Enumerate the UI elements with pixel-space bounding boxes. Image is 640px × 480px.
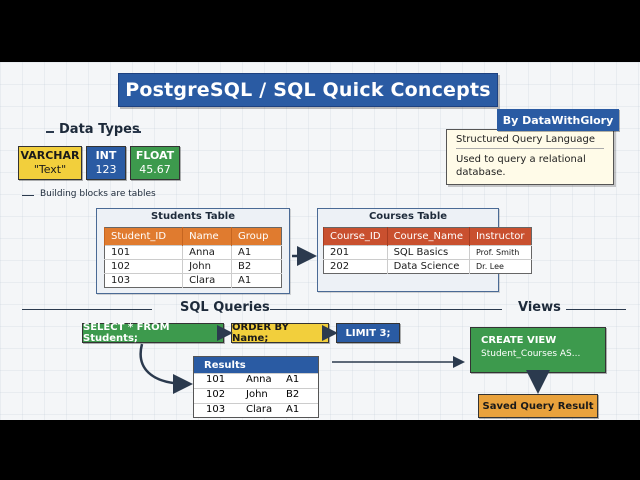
query-to-results-arrow bbox=[139, 343, 193, 394]
table-row: 103 Clara A1 bbox=[194, 403, 318, 418]
table-cell: 102 bbox=[104, 259, 183, 274]
table-cell: SQL Basics bbox=[386, 245, 470, 260]
divider bbox=[46, 131, 54, 133]
table-cell: 202 bbox=[323, 259, 388, 274]
table-cell: 101 bbox=[206, 374, 226, 385]
table-cell: Prof. Smith bbox=[468, 245, 531, 260]
table-cell: Anna bbox=[246, 374, 272, 385]
table-cell: Clara bbox=[182, 273, 232, 288]
create-view-box: CREATE VIEW Student_Courses AS... bbox=[470, 327, 606, 373]
results-title: Results bbox=[194, 357, 318, 373]
divider bbox=[566, 309, 626, 310]
table-cell: 103 bbox=[104, 273, 183, 288]
select-query-pill: SELECT * FROM Students; bbox=[82, 322, 224, 344]
create-view-name: Student_Courses AS... bbox=[481, 349, 581, 359]
table-row: 102 John B2 bbox=[104, 259, 282, 274]
note-line: Structured Query Language bbox=[456, 133, 604, 149]
table-cell: A1 bbox=[286, 374, 300, 385]
byline-banner: By DataWithGlory bbox=[497, 109, 619, 131]
table-cell: A1 bbox=[231, 273, 282, 288]
type-sample: "Text" bbox=[33, 163, 67, 176]
table-row: 101 Anna A1 bbox=[194, 373, 318, 388]
column-header: Name bbox=[182, 227, 232, 246]
table-cell: John bbox=[246, 389, 268, 400]
saved-query-result-box: Saved Query Result bbox=[478, 394, 598, 418]
table-cell: Clara bbox=[246, 404, 273, 415]
type-int: INT 123 bbox=[86, 146, 126, 180]
courses-table-panel: Courses Table Course_ID Course_Name Inst… bbox=[317, 208, 532, 292]
note-line: Used to query a relational bbox=[456, 154, 586, 165]
type-float: FLOAT 45.67 bbox=[130, 146, 180, 180]
table-row: 201 SQL Basics Prof. Smith bbox=[323, 245, 531, 260]
table-cell: John bbox=[182, 259, 232, 274]
table-cell: 102 bbox=[206, 389, 226, 400]
type-sample: 45.67 bbox=[139, 163, 171, 176]
column-header: Course_Name bbox=[386, 227, 470, 246]
type-sample: 123 bbox=[95, 163, 117, 176]
diagram-canvas: PostgreSQL / SQL Quick Concepts Data Typ… bbox=[0, 62, 640, 420]
data-types-caption: Building blocks are tables bbox=[40, 189, 156, 199]
type-varchar: VARCHAR "Text" bbox=[18, 146, 82, 180]
students-table-title: Students Table bbox=[150, 211, 236, 222]
table-cell: A1 bbox=[231, 245, 282, 260]
divider bbox=[270, 309, 502, 310]
table-cell: A1 bbox=[286, 404, 300, 415]
courses-table: Course_ID Course_Name Instructor 201 SQL… bbox=[323, 227, 532, 274]
column-header: Instructor bbox=[468, 227, 531, 246]
type-name: INT bbox=[95, 149, 117, 162]
table-cell: B2 bbox=[231, 259, 282, 274]
type-name: VARCHAR bbox=[20, 149, 80, 162]
connector-arrows bbox=[139, 246, 550, 394]
table-cell: 103 bbox=[206, 404, 226, 415]
results-table: Results 101 Anna A1 102 John B2 103 Clar… bbox=[193, 356, 319, 418]
table-row: 202 Data Science Dr. Lee bbox=[323, 259, 531, 274]
table-cell: 101 bbox=[104, 245, 183, 260]
create-view-keyword: CREATE VIEW bbox=[481, 335, 557, 346]
table-cell: Dr. Lee bbox=[468, 259, 531, 274]
column-header: Student_ID bbox=[103, 227, 183, 246]
note-line: database. bbox=[456, 167, 506, 178]
type-name: FLOAT bbox=[135, 149, 175, 162]
title-banner: PostgreSQL / SQL Quick Concepts bbox=[118, 73, 498, 107]
views-heading: Views bbox=[518, 300, 561, 315]
page-title: PostgreSQL / SQL Quick Concepts bbox=[125, 79, 491, 101]
sql-definition-note: Structured Query Language Used to query … bbox=[446, 129, 614, 185]
column-header: Group bbox=[231, 227, 282, 246]
table-row: 101 Anna A1 bbox=[104, 245, 282, 260]
divider bbox=[22, 309, 152, 310]
table-row: 103 Clara A1 bbox=[104, 273, 282, 288]
courses-table-title: Courses Table bbox=[368, 211, 448, 222]
data-types-heading: Data Types bbox=[59, 122, 140, 137]
table-cell: B2 bbox=[286, 389, 300, 400]
sql-queries-heading: SQL Queries bbox=[180, 300, 270, 315]
divider bbox=[133, 131, 141, 133]
table-row: 102 John B2 bbox=[194, 388, 318, 403]
column-header: Course_ID bbox=[323, 227, 388, 246]
table-cell: Anna bbox=[182, 245, 232, 260]
divider bbox=[22, 195, 34, 196]
students-table-panel: Students Table Student_ID Name Group 101… bbox=[96, 208, 290, 294]
table-cell: 201 bbox=[323, 245, 388, 260]
table-cell: Data Science bbox=[386, 259, 470, 274]
students-table: Student_ID Name Group 101 Anna A1 102 Jo… bbox=[103, 227, 282, 288]
